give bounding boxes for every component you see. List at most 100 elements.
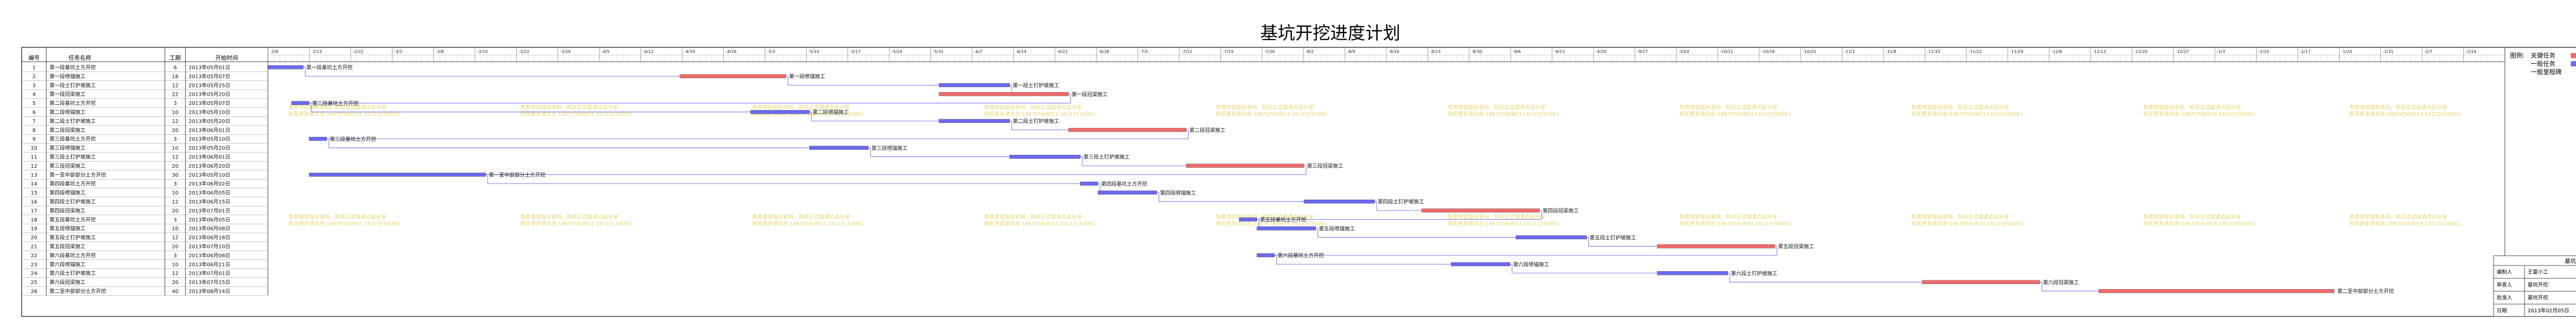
task-name: 第一段冠梁施工 [49,91,86,98]
task-start: 2013年06月01日 [189,154,230,161]
task-name: 第三段冠梁施工 [49,163,86,169]
watermark-text: 免费体验版标本码，购买正式版请点此分享 [2143,104,2241,111]
watermark-text: 免费体验版标本码，购买正式版请点此分享 [2349,104,2447,111]
task-bar [939,119,1010,123]
chart-frame [21,47,2576,317]
week-label: -7/19 [1223,49,1233,54]
task-index: 17 [31,208,38,214]
task-start: 2013年06月20日 [189,163,230,169]
watermark-text: 购买更多请点击:18670569653 18123150061 [1448,111,1560,117]
info-value-approver: 基坑开挖 [2528,294,2548,301]
week-label: -11/15 [1927,49,1940,54]
task-start: 2013年06月01日 [189,127,230,133]
task-index: 10 [31,146,38,151]
task-duration: 20 [172,244,179,250]
week-label: -8/23 [1430,49,1440,54]
week-label: -10/11 [1720,49,1733,54]
task-index: 4 [32,92,36,98]
task-bar [1009,155,1081,159]
bar-label: 第三段喷锚施工 [871,145,907,151]
task-name: 第三段土钉护坡施工 [49,154,96,161]
critical-task-bar [939,92,1069,96]
task-bar [1303,200,1375,204]
bar-label: 第四段喷锚施工 [1160,189,1196,196]
week-label: -7/5 [1140,49,1148,54]
task-name: 第二段冠梁施工 [49,127,86,133]
info-label-date: 日期 [2497,308,2507,314]
task-name: 第一段土钉护坡施工 [49,82,96,88]
watermark-text: 购买更多请点击:18670569653 18123150061 [2143,111,2255,117]
week-label: -4/12 [643,49,654,54]
watermark-text: 免费体验版标本码，购买正式版请点此分享 [289,104,386,111]
task-index: 14 [31,182,38,187]
task-duration: 12 [172,119,179,125]
col-header-index: 编号 [28,54,40,61]
legend-swatch-normal [2571,61,2576,66]
dependency-link [1510,264,1657,274]
task-start: 2013年05月07日 [189,100,230,107]
bar-label: 第一段基坑土方开挖 [307,64,353,71]
task-duration: 20 [172,280,179,286]
legend-label-normal: 一般任务 [2531,60,2555,67]
task-name: 第四段基坑土方开挖 [49,181,96,187]
task-bar [309,172,486,177]
watermark-text: 购买更多请点击:18670569653 18123150061 [1911,111,2023,117]
task-name: 第六段土钉护坡施工 [49,270,96,277]
bar-label: 第六段冠梁施工 [2043,279,2079,286]
dependency-link [809,112,939,121]
task-index: 21 [31,244,38,250]
task-duration: 10 [172,110,179,116]
task-name: 第一至中部部分土方开挖 [49,171,106,178]
dependency-links [291,67,2099,292]
task-start: 2013年07月01日 [189,207,230,214]
week-label: -10/4 [1679,49,1689,54]
task-bar [750,110,810,114]
week-label: -4/26 [725,49,736,54]
task-bar [1516,235,1587,239]
bar-label: 第五段冠梁施工 [1778,243,1814,250]
week-label: -3/29 [560,49,571,54]
task-name: 第六段基坑土方开挖 [49,252,96,259]
task-duration: 10 [172,146,179,151]
week-label: -9/20 [1596,49,1606,54]
critical-task-bar [1657,244,1775,249]
week-label: -11/1 [1844,49,1855,54]
task-bar [939,83,1010,87]
week-label: -7/26 [1264,49,1275,54]
bar-label: 第五段喷锚施工 [1319,225,1355,232]
table-header: 编号 任务名称 工期 开始时间 [28,54,238,61]
task-duration: 22 [172,92,179,98]
watermark-text: 购买更多请点击:18670569653 18123150061 [289,111,400,117]
watermark-text: 购买更多请点击:18670569653 18123150061 [2349,220,2461,227]
week-label: -1/17 [2300,49,2311,54]
week-label: -2/22 [353,49,364,54]
task-name: 第六段喷锚施工 [49,261,86,268]
week-label: -2/14 [2466,49,2477,54]
task-start: 2013年05月20日 [189,145,230,151]
info-box-title: 基坑开挖 [2565,257,2576,264]
task-index: 13 [31,172,38,178]
bar-label: 第一至中部部分土方开挖 [489,172,546,179]
task-index: 1 [32,65,36,71]
bar-label: 第五段基坑土方开挖 [1260,217,1307,223]
week-label: -6/21 [1057,49,1068,54]
critical-task-bar [1922,280,2040,284]
week-label: -4/5 [601,49,609,54]
task-start: 2013年06月08日 [189,225,230,232]
bar-label: 第二至中部部分土方开挖 [2337,288,2394,295]
bar-label: 第四段基坑土方开挖 [1101,181,1147,187]
task-name: 第一段基坑土方开挖 [49,64,96,71]
week-label: -8/9 [1347,49,1355,54]
watermark-text: 免费体验版标本码，购买正式版请点此分享 [2349,214,2447,220]
info-value-author: 王雷小工 [2528,269,2548,275]
task-duration: 6 [174,65,177,71]
task-name: 第五段土钉护坡施工 [49,234,96,241]
task-start: 2013年05月10日 [189,136,230,143]
week-label: -5/31 [933,49,944,54]
bar-label: 第三段土钉护坡施工 [1083,154,1130,161]
task-bar [1657,271,1728,275]
task-bar [1097,190,1157,194]
legend-label-critical: 关键任务 [2531,51,2555,59]
watermark-text: 购买更多请点击:18670569653 18123150061 [520,220,632,227]
